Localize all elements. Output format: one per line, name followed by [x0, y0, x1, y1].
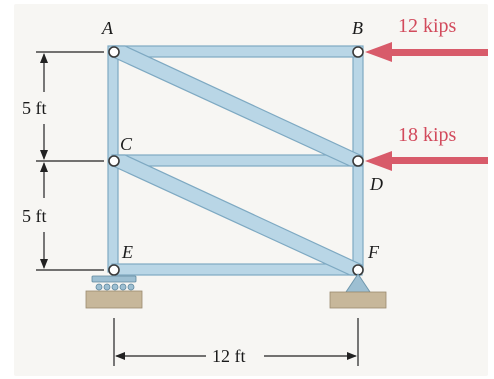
node-label-d: D [369, 174, 383, 194]
member-ab [111, 45, 361, 58]
node-label-c: C [120, 134, 133, 154]
joint-c [108, 155, 120, 167]
horizontal-dimension [113, 318, 359, 366]
roller-support-e [85, 275, 143, 309]
ground-f [329, 291, 387, 309]
joint-d [352, 155, 364, 167]
diagram-background [14, 4, 488, 376]
node-label-b: B [352, 18, 363, 38]
load-arrow-middle [365, 151, 488, 171]
joint-a [108, 46, 120, 58]
load-label-top: 12 kips [398, 15, 457, 37]
member-ef [111, 263, 361, 276]
truss-joints [108, 46, 364, 276]
dimension-label-lower: 5 ft [22, 206, 47, 226]
load-arrow-top [365, 42, 488, 62]
dimension-label-upper: 5 ft [22, 98, 47, 118]
load-label-middle: 18 kips [398, 124, 457, 146]
vertical-dimension [36, 51, 104, 271]
dimension-label-width: 12 ft [212, 346, 246, 366]
node-label-f: F [367, 242, 380, 262]
ground-e [85, 290, 143, 309]
joint-b [352, 46, 364, 58]
pin-support-f [329, 273, 387, 309]
joint-e [108, 264, 120, 276]
node-label-e: E [121, 242, 133, 262]
member-cd [111, 154, 361, 167]
node-label-a: A [101, 18, 114, 38]
